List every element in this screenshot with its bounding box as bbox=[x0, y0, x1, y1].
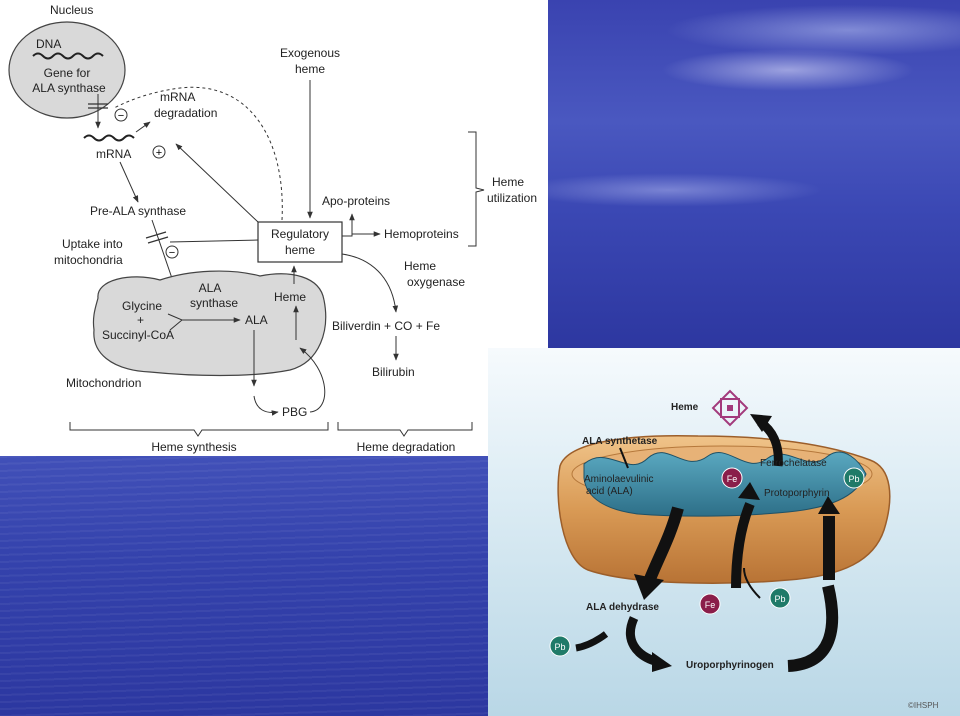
heme-utilization-label-1: Heme bbox=[492, 175, 524, 189]
aminolaevulinic-label-2: acid (ALA) bbox=[586, 486, 633, 497]
mitochondrion-label: Mitochondrion bbox=[66, 376, 141, 390]
pb-badge-icon bbox=[549, 635, 571, 657]
heme-oxygenase-arrow bbox=[341, 253, 399, 313]
ala-synthetase-label: ALA synthetase bbox=[582, 436, 658, 447]
aminolaevulinic-label-1: Aminolaevulinic bbox=[584, 474, 653, 485]
fe-label: Fe bbox=[727, 474, 738, 484]
mitochondrion-shape bbox=[92, 270, 327, 377]
plus-circle-icon bbox=[152, 145, 166, 159]
regulatory-heme-box bbox=[257, 221, 343, 263]
dna-label: DNA bbox=[36, 37, 61, 51]
watermark-label: ©IHSPH bbox=[908, 701, 939, 710]
ala-out-arrow-head bbox=[634, 574, 664, 600]
pb-thin-arrow bbox=[743, 567, 761, 599]
to-heme-arrow-head bbox=[750, 414, 772, 432]
heme-degradation-label: Heme degradation bbox=[357, 440, 456, 454]
biliverdin-label: Biliverdin + CO + Fe bbox=[332, 319, 440, 333]
gene-label-1: Gene for bbox=[44, 66, 91, 80]
exogenous-label-1: Exogenous bbox=[280, 46, 340, 60]
dehydrase-arrow-head bbox=[652, 652, 672, 672]
pbg-label: PBG bbox=[282, 405, 307, 419]
uptake-label-1: Uptake into bbox=[62, 237, 123, 251]
heme-oxygenase-label-2: oxygenase bbox=[407, 275, 465, 289]
dna-wave bbox=[32, 52, 104, 60]
uroporphyrinogen-label: Uroporphyrinogen bbox=[686, 660, 774, 671]
mrna-label: mRNA bbox=[96, 147, 131, 161]
into-mito-arrow bbox=[731, 502, 755, 589]
heme-to-degradation-arrow bbox=[175, 143, 259, 223]
uptake-inhibition-bar bbox=[145, 231, 167, 239]
pb-label: Pb bbox=[554, 642, 565, 652]
ala-label: ALA bbox=[245, 313, 268, 327]
feedback-dashed-arrow bbox=[113, 86, 283, 221]
pbg-return-arrow bbox=[299, 347, 326, 413]
fe-label: Fe bbox=[705, 600, 716, 610]
return-arrow bbox=[787, 584, 839, 672]
mrna-degradation-label-1: mRNA bbox=[160, 90, 195, 104]
minus-sign: − bbox=[169, 247, 175, 259]
degradation-arrow bbox=[135, 121, 151, 133]
heme-utilization-label-2: utilization bbox=[487, 191, 537, 205]
gene-label-2: ALA synthase bbox=[32, 81, 106, 95]
plus-sign: + bbox=[156, 147, 162, 159]
ala-dehydrase-label: ALA dehydrase bbox=[586, 602, 659, 613]
heme-oxygenase-label-1: Heme bbox=[404, 259, 436, 273]
apo-proteins-label: Apo-proteins bbox=[322, 194, 390, 208]
succinyl-coa-label: Succinyl-CoA bbox=[102, 328, 174, 342]
water-background-image bbox=[0, 456, 488, 716]
regulatory-label-2: heme bbox=[285, 243, 315, 257]
mrna-degradation-label-2: degradation bbox=[154, 106, 217, 120]
pre-ala-synthase-label: Pre-ALA synthase bbox=[90, 204, 186, 218]
heme-label: Heme bbox=[671, 402, 699, 413]
uptake-inhibition-bar bbox=[147, 236, 169, 244]
return-arrow-head bbox=[818, 496, 840, 514]
protoporphyrin-label: Protoporphyrin bbox=[764, 488, 830, 499]
heme-pathway-diagram: Nucleus DNA Gene for ALA synthase − mRNA… bbox=[0, 0, 548, 456]
utilization-bracket bbox=[468, 131, 485, 247]
synthesis-bracket bbox=[69, 422, 329, 437]
nucleus-shape bbox=[8, 21, 126, 119]
glycine-label: Glycine bbox=[122, 299, 162, 313]
mitochondria-svg: Heme ALA synthetase Aminolaevulinic acid… bbox=[549, 389, 939, 710]
degradation-bracket bbox=[337, 422, 473, 437]
heme-to-uptake-line bbox=[169, 239, 259, 243]
minus-circle-icon bbox=[165, 245, 179, 259]
pb-label: Pb bbox=[774, 594, 785, 604]
exogenous-label-2: heme bbox=[295, 62, 325, 76]
heme-label: Heme bbox=[274, 290, 306, 304]
ferrochelatase-label: Ferrochelatase bbox=[760, 458, 827, 469]
pb-badge-icon bbox=[769, 587, 791, 609]
pb-badge-icon bbox=[843, 467, 865, 489]
fe-badge-icon bbox=[721, 467, 743, 489]
heme-molecule-icon bbox=[711, 389, 749, 427]
heme-pathway-svg: Nucleus DNA Gene for ALA synthase − mRNA… bbox=[8, 3, 537, 454]
regulatory-label-1: Regulatory bbox=[271, 227, 329, 241]
translation-arrow bbox=[119, 161, 139, 203]
fe-badge-icon bbox=[699, 593, 721, 615]
pb-inhibit-arrow bbox=[575, 631, 609, 652]
into-mito-arrow-head bbox=[738, 482, 760, 500]
hemoproteins-label: Hemoproteins bbox=[384, 227, 459, 241]
mrna-wave bbox=[83, 134, 135, 142]
ala-synthase-label-1: ALA bbox=[199, 281, 222, 295]
minus-sign: − bbox=[118, 110, 124, 122]
succinyl-join-line bbox=[169, 319, 183, 331]
minus-circle-icon bbox=[114, 108, 128, 122]
plus-label: + bbox=[137, 313, 144, 327]
mitochondria-illustration: Heme ALA synthetase Aminolaevulinic acid… bbox=[488, 348, 960, 716]
ala-synthase-label-2: synthase bbox=[190, 296, 238, 310]
bilirubin-label: Bilirubin bbox=[372, 365, 415, 379]
apo-proteins-arrow bbox=[342, 213, 355, 237]
pb-label: Pb bbox=[848, 474, 859, 484]
uptake-label-2: mitochondria bbox=[54, 253, 123, 267]
nucleus-label: Nucleus bbox=[50, 3, 93, 17]
ala-out-arrow bbox=[642, 506, 684, 587]
to-pbg-arrow bbox=[253, 395, 279, 416]
heme-synthesis-label: Heme synthesis bbox=[151, 440, 236, 454]
sky-background-image bbox=[548, 0, 960, 348]
ala-synthetase-arrow bbox=[619, 447, 629, 469]
